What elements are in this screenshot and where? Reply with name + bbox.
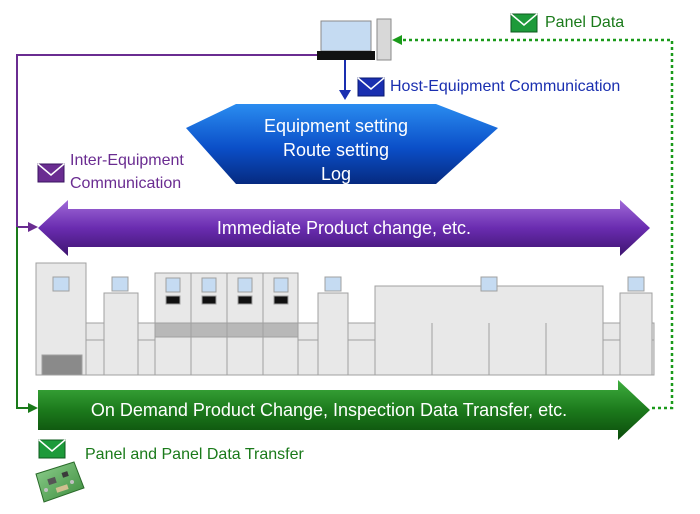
- host-setting-line1: Equipment setting: [263, 116, 409, 136]
- envelope-icon: [357, 77, 385, 97]
- host-down-arrow: [339, 60, 351, 100]
- panel-transfer-label: Panel and Panel Data Transfer: [85, 446, 304, 463]
- host-setting-line2: Route setting: [282, 140, 390, 160]
- envelope-icon: [510, 13, 538, 33]
- on-demand-arrow: [38, 380, 650, 440]
- host-setting-line3: Log: [320, 164, 352, 184]
- production-line: [35, 262, 655, 376]
- pcb-board-icon: [35, 461, 85, 503]
- host-setting-text: Equipment setting Route setting Log: [236, 114, 436, 186]
- panel-data-label: Panel Data: [545, 14, 625, 31]
- on-demand-text: On Demand Product Change, Inspection Dat…: [90, 400, 568, 420]
- envelope-icon: [37, 163, 65, 183]
- host-setting-box: [186, 104, 498, 184]
- envelope-icon: [38, 439, 66, 459]
- inter-comm-label-line1: Inter-Equipment: [70, 152, 184, 169]
- host-computer-icon: [317, 18, 392, 61]
- inter-equipment-line: [16, 54, 317, 232]
- inter-comm-label-line2: Communication: [70, 175, 182, 192]
- panel-data-dotted-line: [392, 35, 674, 410]
- immediate-change-text: Immediate Product change, etc.: [216, 218, 472, 238]
- panel-transfer-line: [16, 227, 38, 413]
- immediate-change-arrow: [38, 200, 650, 256]
- host-comm-label: Host-Equipment Communication: [390, 78, 621, 95]
